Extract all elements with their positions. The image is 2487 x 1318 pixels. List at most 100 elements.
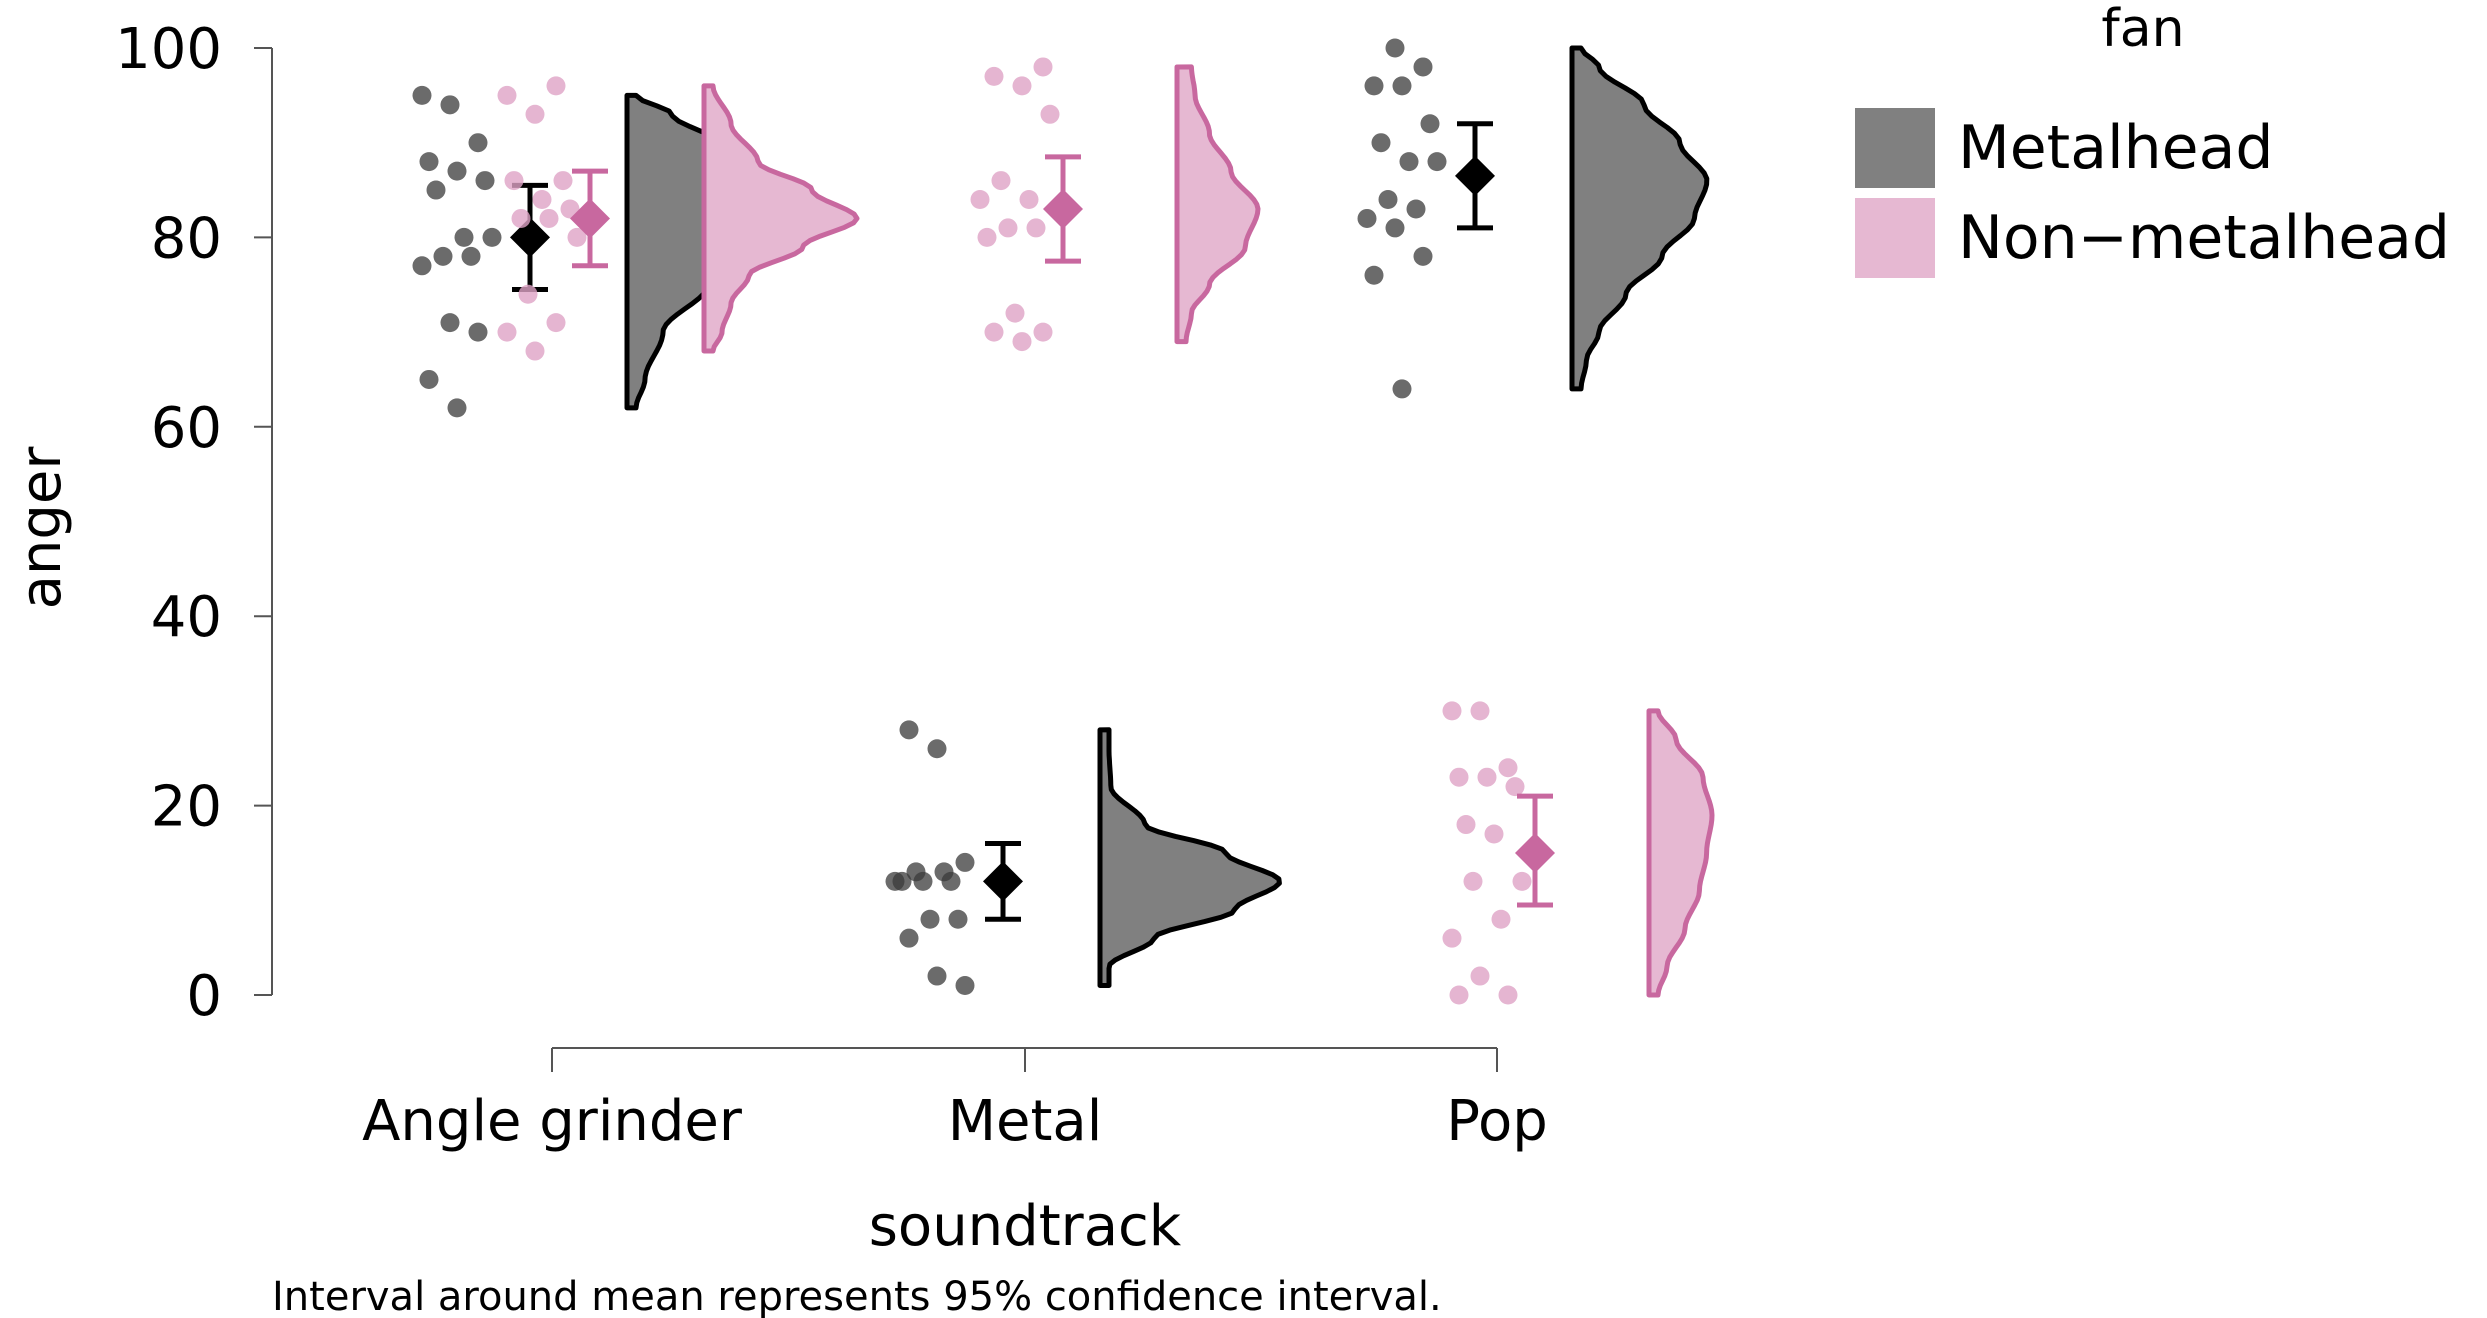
group-pop: [1442, 701, 1715, 1005]
legend-label-nonmetalhead: Non−metalhead: [1958, 203, 2450, 273]
data-point: [1420, 114, 1440, 134]
y-tick-label: 40: [151, 585, 222, 650]
data-point: [539, 208, 559, 228]
data-point: [1449, 767, 1469, 787]
data-point: [1357, 208, 1377, 228]
data-point: [468, 322, 488, 342]
data-point: [412, 85, 432, 105]
group-pop: [1357, 38, 1710, 399]
data-point: [927, 966, 947, 986]
data-point: [1392, 76, 1412, 96]
data-point: [948, 909, 968, 929]
data-point: [1449, 985, 1469, 1005]
data-point: [497, 322, 517, 342]
data-point: [899, 720, 919, 740]
legend-swatch-metalhead: [1855, 108, 1935, 188]
data-point: [1392, 379, 1412, 399]
density-cloud: [701, 83, 860, 354]
data-point: [1484, 824, 1504, 844]
data-point: [1385, 218, 1405, 238]
data-point: [461, 246, 481, 266]
data-point: [426, 180, 446, 200]
data-point: [447, 161, 467, 181]
data-point: [970, 190, 990, 210]
data-point: [984, 322, 1004, 342]
data-point: [998, 218, 1018, 238]
group-angle-grinder: [497, 76, 860, 361]
data-point: [1413, 246, 1433, 266]
data-point: [1033, 57, 1053, 77]
y-tick-label: 60: [151, 396, 222, 461]
data-point: [892, 871, 912, 891]
data-point: [1005, 303, 1025, 323]
data-point: [1427, 152, 1447, 172]
data-point: [497, 85, 517, 105]
data-point: [1442, 928, 1462, 948]
y-axis-title: anger: [9, 446, 74, 610]
data-point: [1498, 758, 1518, 778]
data-point: [504, 171, 524, 191]
data-point: [1470, 966, 1490, 986]
data-point: [1442, 701, 1462, 721]
y-tick-label: 0: [186, 964, 222, 1029]
y-tick-label: 100: [115, 17, 222, 82]
footnote: Interval around mean represents 95% conf…: [272, 1274, 1442, 1318]
data-point: [1026, 218, 1046, 238]
data-point: [899, 928, 919, 948]
data-point: [1463, 871, 1483, 891]
legend-swatch-nonmetalhead: [1855, 198, 1935, 278]
plot-area: [412, 38, 1715, 1005]
mean-marker: [1515, 832, 1555, 873]
y-tick-label: 80: [151, 206, 222, 271]
y-axis: 0 20 40 60 80 100: [115, 17, 273, 1029]
legend: fan Metalhead Non−metalhead: [1855, 0, 2450, 278]
data-point: [1491, 909, 1511, 929]
series-nonmetalhead: [497, 57, 1715, 1005]
data-point: [482, 227, 502, 247]
group-metal: [970, 57, 1261, 352]
data-point: [511, 208, 531, 228]
mean-marker: [1455, 155, 1495, 196]
data-point: [941, 871, 961, 891]
data-point: [468, 133, 488, 153]
y-tick-label: 20: [151, 775, 222, 840]
data-point: [546, 313, 566, 333]
data-point: [553, 171, 573, 191]
data-point: [525, 341, 545, 361]
data-point: [927, 739, 947, 759]
data-point: [955, 852, 975, 872]
data-point: [433, 246, 453, 266]
data-point: [454, 227, 474, 247]
legend-label-metalhead: Metalhead: [1958, 113, 2273, 183]
x-tick-label: Angle grinder: [362, 1089, 743, 1154]
data-point: [525, 104, 545, 124]
group-metal: [885, 720, 1282, 996]
data-point: [1012, 76, 1032, 96]
data-point: [1512, 871, 1532, 891]
data-point: [1364, 265, 1384, 285]
data-point: [567, 227, 587, 247]
data-point: [532, 190, 552, 210]
data-point: [1470, 701, 1490, 721]
data-point: [1040, 104, 1060, 124]
data-point: [1371, 133, 1391, 153]
x-tick-label: Pop: [1446, 1089, 1548, 1154]
data-point: [1505, 777, 1525, 797]
density-cloud: [1569, 45, 1710, 392]
legend-title: fan: [2101, 0, 2184, 59]
data-point: [1385, 38, 1405, 58]
data-point: [1378, 190, 1398, 210]
data-point: [1399, 152, 1419, 172]
data-point: [419, 369, 439, 389]
data-point: [412, 256, 432, 276]
data-point: [1033, 322, 1053, 342]
data-point: [475, 171, 495, 191]
data-point: [955, 976, 975, 996]
data-point: [447, 398, 467, 418]
data-point: [977, 227, 997, 247]
data-point: [913, 871, 933, 891]
mean-marker: [570, 198, 610, 239]
data-point: [991, 171, 1011, 191]
data-point: [1364, 76, 1384, 96]
